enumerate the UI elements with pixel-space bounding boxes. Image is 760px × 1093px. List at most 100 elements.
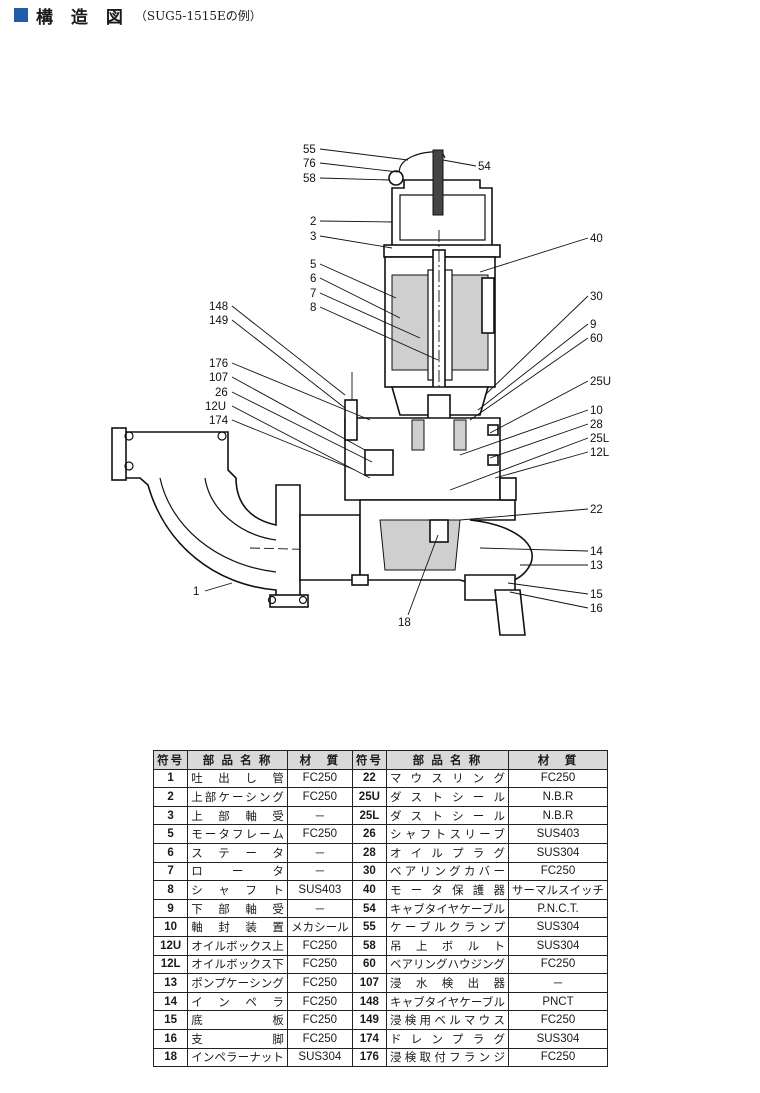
part-number-left: 10 <box>152 917 189 937</box>
part-name-left: ステータ <box>187 842 288 863</box>
part-material-right: サーマルスイッチ <box>507 880 609 900</box>
part-name-right: 浸水検出器 <box>385 973 509 993</box>
header-name-right: 部 品 名 称 <box>385 750 509 770</box>
part-name-left: 下部軸受 <box>187 898 288 919</box>
part-number-left: 6 <box>152 842 189 863</box>
callout-labels-left: 55 76 58 2 3 5 6 7 8 148 149 176 107 26 … <box>193 144 316 598</box>
callout-7: 7 <box>310 288 316 300</box>
callout-labels-right: 54 40 30 9 60 25U 10 28 25L 12L 22 14 13… <box>478 161 611 615</box>
callout-174: 174 <box>209 415 229 427</box>
part-material-right: FC250 <box>507 1010 609 1030</box>
part-material-right: FC250 <box>507 1047 609 1068</box>
part-material-left: メカシール <box>286 917 353 937</box>
part-number-right: 60 <box>351 954 387 975</box>
callout-12U: 12U <box>205 401 226 413</box>
part-material-left: － <box>286 861 353 882</box>
callout-16: 16 <box>590 603 603 615</box>
part-number-left: 15 <box>152 1010 189 1030</box>
part-name-right: ベアリングカバー <box>385 861 509 882</box>
part-material-right: SUS403 <box>507 824 609 844</box>
part-number-left: 18 <box>152 1047 189 1068</box>
page-subtitle: （SUG5-1515Eの例） <box>134 8 262 23</box>
part-name-left: ポンプケーシング <box>187 973 288 993</box>
part-number-right: 22 <box>351 768 387 789</box>
part-name-left: ロータ <box>187 861 288 882</box>
callout-26: 26 <box>215 387 228 399</box>
part-material-left: SUS304 <box>286 1047 353 1068</box>
callout-148: 148 <box>209 301 228 313</box>
part-material-right: P.N.C.T. <box>507 898 609 919</box>
pump-casing-section <box>351 477 533 636</box>
part-number-left: 14 <box>152 991 189 1012</box>
part-name-right: キャブタイヤケーブル <box>385 898 509 919</box>
part-material-left: FC250 <box>286 935 353 956</box>
part-name-right: キャブタイヤケーブル <box>385 991 509 1012</box>
part-name-left: モータフレーム <box>187 824 288 844</box>
part-number-right: 26 <box>351 824 387 844</box>
part-name-left: 上部ケーシング <box>187 787 288 807</box>
header-name-left: 部 品 名 称 <box>187 750 288 770</box>
part-number-right: 25L <box>351 805 387 826</box>
part-name-right: 浸検取付フランジ <box>385 1047 509 1068</box>
callout-28: 28 <box>590 419 603 431</box>
part-name-right: オイルプラグ <box>385 842 509 863</box>
part-number-right: 40 <box>351 880 387 900</box>
part-name-right: ダストシール <box>385 787 509 807</box>
part-name-left: 上部軸受 <box>187 805 288 826</box>
pump-structure-diagram: 55 76 58 2 3 5 6 7 8 148 149 176 107 26 … <box>111 144 611 636</box>
part-name-left: オイルボックス上 <box>187 935 288 956</box>
part-name-right: ダストシール <box>385 805 509 826</box>
callout-13: 13 <box>590 560 603 572</box>
part-material-right: SUS304 <box>507 1028 609 1049</box>
part-number-right: 55 <box>351 917 387 937</box>
part-number-right: 174 <box>351 1028 387 1049</box>
part-material-right: FC250 <box>507 768 609 789</box>
page-title: 構 造 図 <box>36 7 129 28</box>
part-name-left: インペラ <box>187 991 288 1012</box>
part-material-right: － <box>507 973 609 993</box>
part-name-right: マウスリング <box>385 768 509 789</box>
callout-25L: 25L <box>590 433 610 445</box>
part-number-right: 54 <box>351 898 387 919</box>
part-name-right: ドレンプラグ <box>385 1028 509 1049</box>
callout-5: 5 <box>310 259 316 271</box>
callout-9: 9 <box>590 319 596 331</box>
part-number-right: 149 <box>351 1010 387 1030</box>
part-material-left: FC250 <box>286 954 353 975</box>
part-material-left: FC250 <box>286 787 353 807</box>
callout-18: 18 <box>398 617 411 629</box>
part-material-left: － <box>286 898 353 919</box>
parts-table-header: 符号 部 品 名 称 材 質 符号 部 品 名 称 材 質 <box>152 750 609 770</box>
callout-60: 60 <box>590 333 603 345</box>
part-name-left: 支脚 <box>187 1028 288 1049</box>
part-material-left: FC250 <box>286 973 353 993</box>
part-number-right: 58 <box>351 935 387 956</box>
part-name-left: インペラーナット <box>187 1047 288 1068</box>
part-material-left: FC250 <box>286 991 353 1012</box>
callout-8: 8 <box>310 302 316 314</box>
part-material-left: － <box>286 805 353 826</box>
part-material-left: SUS403 <box>286 880 353 900</box>
part-material-right: SUS304 <box>507 917 609 937</box>
part-material-right: N.B.R <box>507 787 609 807</box>
part-name-right: ベアリングハウジング <box>385 954 509 975</box>
callout-107: 107 <box>209 372 228 384</box>
callout-76: 76 <box>303 158 316 170</box>
part-material-right: N.B.R <box>507 805 609 826</box>
part-number-left: 12L <box>152 954 189 975</box>
callout-15: 15 <box>590 589 603 601</box>
part-name-left: オイルボックス下 <box>187 954 288 975</box>
part-number-left: 7 <box>152 861 189 882</box>
part-name-left: 軸封装置 <box>187 917 288 937</box>
